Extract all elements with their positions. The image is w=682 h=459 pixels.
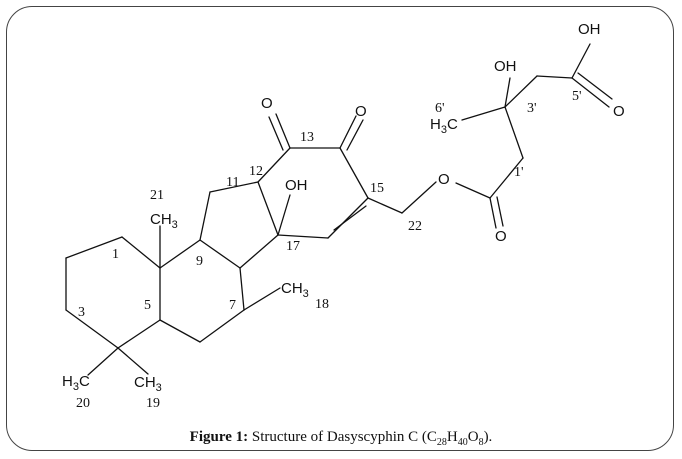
oh-top-label: OH bbox=[578, 21, 601, 38]
position-17: 17 bbox=[286, 239, 300, 254]
position-9: 9 bbox=[196, 254, 203, 269]
position-20: 20 bbox=[76, 396, 90, 411]
o-13b-label: O bbox=[355, 103, 367, 120]
figure-caption: Figure 1: Structure of Dasyscyphin C (C2… bbox=[189, 429, 493, 448]
position-15: 15 bbox=[370, 181, 384, 196]
position-5p: 5' bbox=[572, 89, 582, 104]
position-1p: 1' bbox=[514, 165, 524, 180]
position-1: 1 bbox=[112, 247, 119, 262]
o-5p-label: O bbox=[613, 103, 625, 120]
position-11: 11 bbox=[226, 175, 239, 190]
ch3-6p-label: H3C bbox=[430, 116, 458, 136]
ch3-18-label: CH3 bbox=[281, 280, 309, 300]
position-3: 3 bbox=[78, 305, 85, 320]
ch3-21-label: CH3 bbox=[150, 211, 178, 231]
ring-d-bonds bbox=[257, 147, 369, 239]
position-13: 13 bbox=[300, 130, 314, 145]
position-19: 19 bbox=[146, 396, 160, 411]
position-5: 5 bbox=[144, 298, 151, 313]
ch3-20-label: H3C bbox=[62, 373, 90, 393]
position-3p: 3' bbox=[527, 101, 537, 116]
ch3-19-label: CH3 bbox=[134, 374, 162, 394]
oh-3p-label: OH bbox=[494, 58, 517, 75]
ketone-bonds bbox=[268, 113, 364, 151]
position-18: 18 bbox=[315, 297, 329, 312]
caption-text: Structure of Dasyscyphin C (C bbox=[251, 429, 437, 445]
figure-frame bbox=[6, 6, 674, 451]
ring-a-bonds bbox=[65, 236, 161, 349]
o-1p-label: O bbox=[495, 228, 507, 245]
ring-b-bonds bbox=[159, 239, 245, 343]
o-ester-label: O bbox=[438, 171, 450, 188]
side-chain-bonds bbox=[367, 43, 613, 229]
position-22: 22 bbox=[408, 219, 422, 234]
position-6p: 6' bbox=[435, 101, 445, 116]
oh-17-label: OH bbox=[285, 177, 308, 194]
position-21: 21 bbox=[150, 188, 164, 203]
caption-label: Figure 1: bbox=[189, 429, 249, 445]
position-12: 12 bbox=[249, 164, 263, 179]
o-13a-label: O bbox=[261, 95, 273, 112]
position-7: 7 bbox=[229, 298, 236, 313]
ring-c-bonds bbox=[199, 181, 279, 269]
substituent-bonds bbox=[87, 194, 291, 376]
